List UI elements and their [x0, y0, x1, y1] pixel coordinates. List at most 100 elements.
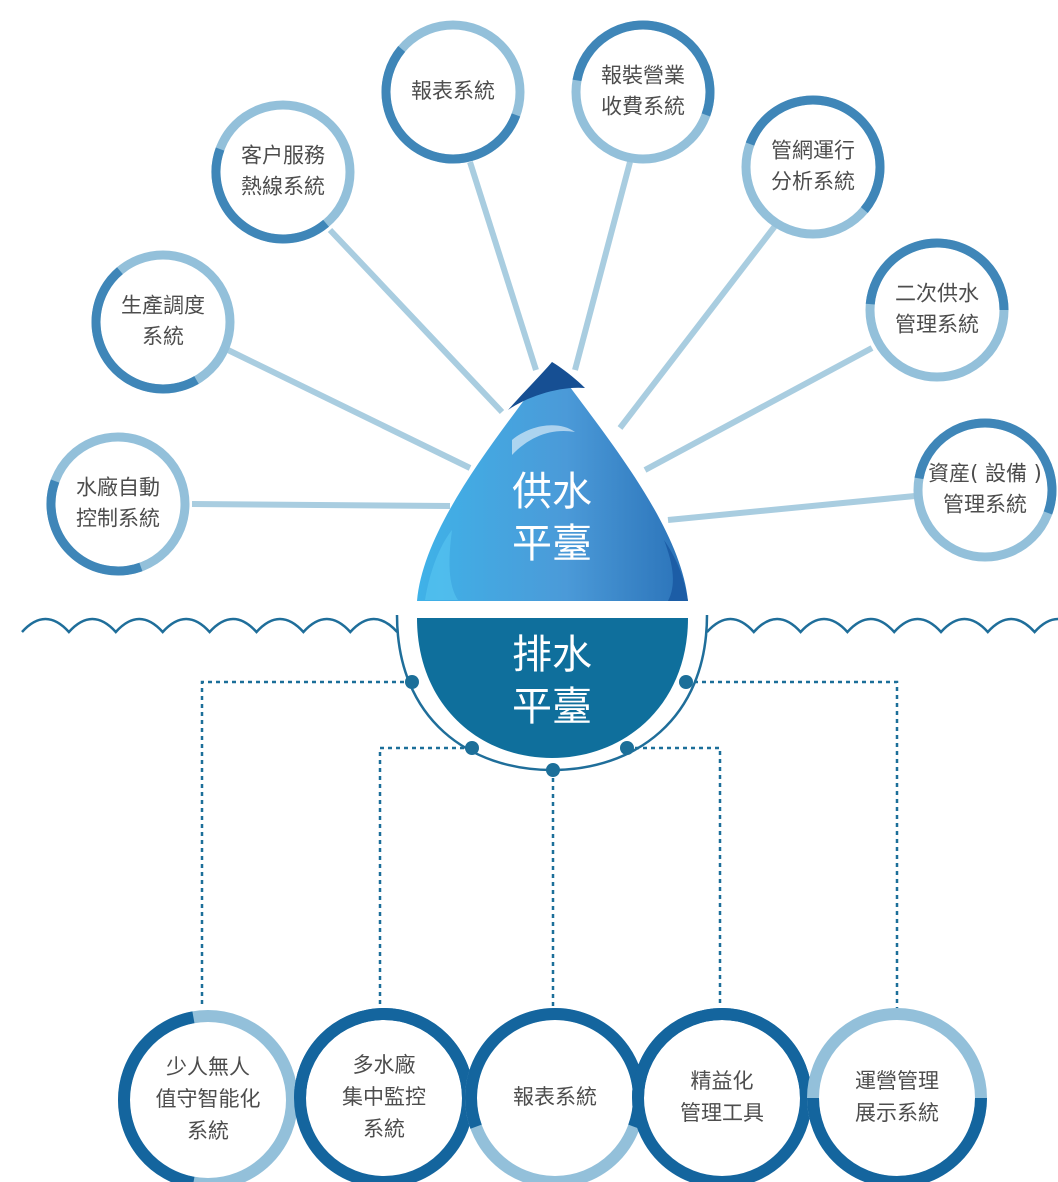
system-node[interactable]: 客户服務熱線系統 [211, 100, 355, 244]
label-line: 資産( 設備 ) [928, 462, 1042, 486]
system-node[interactable]: 精益化管理工具 [632, 1008, 812, 1182]
drop-shape [417, 362, 688, 601]
system-node[interactable]: 運營管理展示系統 [807, 1008, 987, 1182]
supply-platform-drop: 供水平臺 [417, 362, 688, 601]
drainage-connectors [200, 680, 899, 1008]
connector-dot [465, 741, 479, 755]
label-line: 平臺 [512, 521, 592, 567]
system-node[interactable]: 少人無人值守智能化系統 [118, 1010, 298, 1182]
wave-divider-left [21, 617, 399, 634]
connector-dots [405, 675, 693, 777]
label-line: 多水廠 [353, 1053, 416, 1077]
node-ring-accent [91, 267, 199, 394]
connector-dot [679, 675, 693, 689]
system-node[interactable]: 二次供水管理系統 [865, 238, 1009, 382]
connector-line [191, 501, 451, 509]
label-line: 報表系統 [411, 79, 495, 103]
label-line: 管網運行 [771, 139, 855, 163]
label-line: 客户服務 [241, 144, 325, 168]
drop-right-shade [664, 540, 688, 601]
drainage-platform-label: 排水平臺 [512, 632, 592, 730]
label-line: 集中監控 [342, 1085, 426, 1109]
node-label: 多水廠集中監控系統 [342, 1053, 426, 1141]
node-label: 管網運行分析系統 [771, 139, 855, 194]
node-label: 精益化管理工具 [680, 1069, 764, 1125]
dotted-connector [378, 746, 472, 1004]
dotted-connector [686, 680, 899, 1008]
node-label: 報表系統 [411, 79, 495, 103]
connector-dot [405, 675, 419, 689]
label-line: 系統 [187, 1119, 229, 1143]
node-label: 運營管理展示系統 [855, 1069, 939, 1125]
label-line: 二次供水 [895, 282, 979, 306]
node-ring-accent [914, 418, 1057, 515]
system-node[interactable]: 報表系統 [381, 20, 525, 164]
node-label: 報裝營業收費系統 [601, 64, 685, 119]
node-label: 二次供水管理系統 [895, 282, 979, 337]
node-label: 少人無人值守智能化系統 [156, 1055, 261, 1143]
node-ring-accent [294, 1008, 474, 1099]
label-line: 值守智能化 [156, 1087, 261, 1111]
supply-connectors [191, 161, 916, 523]
label-line: 平臺 [512, 684, 592, 730]
label-line: 水廠自動 [76, 476, 160, 500]
label-line: 報裝營業 [601, 64, 685, 88]
label-line: 控制系統 [76, 507, 160, 531]
node-ring-accent [211, 147, 329, 244]
label-line: 生產調度 [121, 294, 205, 318]
node-ring-accent [118, 1011, 195, 1182]
dotted-connector [200, 680, 412, 1008]
node-ring-accent [745, 95, 885, 213]
label-line: 管理系統 [895, 313, 979, 337]
system-node[interactable]: 管網運行分析系統 [741, 95, 885, 239]
connector-line [643, 345, 874, 473]
label-line: 熱線系統 [241, 175, 325, 199]
drop-left-shine [425, 530, 458, 600]
system-node[interactable]: 報裝營業收費系統 [571, 20, 715, 164]
label-line: 運營管理 [855, 1069, 939, 1093]
label-line: 供水 [512, 469, 592, 515]
connector-line [572, 161, 633, 371]
node-label: 資産( 設備 ) 管理系統 [928, 462, 1042, 517]
node-ring-accent [632, 1008, 812, 1099]
wave-divider-right [706, 617, 1058, 634]
label-line: 收費系統 [601, 95, 685, 119]
label-line: 報表系統 [513, 1085, 597, 1109]
label-line: 少人無人 [166, 1055, 250, 1079]
label-line: 管理系統 [943, 493, 1027, 517]
system-node[interactable]: 多水廠集中監控系統 [294, 1008, 474, 1182]
system-node[interactable]: 報表系統 [465, 1008, 645, 1182]
connector-line [226, 347, 472, 471]
node-label: 報表系統 [513, 1085, 597, 1109]
supply-platform-label: 供水平臺 [512, 469, 592, 567]
label-line: 系統 [142, 325, 184, 349]
connector-dot [620, 741, 634, 755]
node-ring-accent [381, 46, 521, 164]
system-node[interactable]: 生產調度系統 [91, 250, 235, 394]
node-label: 客户服務熱線系統 [241, 144, 325, 199]
label-line: 排水 [512, 632, 592, 678]
connector-line [467, 161, 539, 371]
label-line: 分析系統 [771, 170, 855, 194]
label-line: 精益化 [691, 1069, 754, 1093]
system-node[interactable]: 資産( 設備 ) 管理系統 [913, 418, 1057, 562]
connector-line [667, 493, 916, 523]
node-ring-accent [572, 20, 715, 117]
connector-dot [546, 763, 560, 777]
dotted-connector [627, 746, 722, 1004]
node-label: 生產調度系統 [121, 294, 205, 349]
node-ring-accent [865, 238, 1009, 311]
label-line: 系統 [363, 1117, 405, 1141]
drop-top-tip [508, 362, 585, 410]
node-label: 水廠自動控制系統 [76, 476, 160, 531]
drainage-shape [417, 618, 688, 758]
label-line: 管理工具 [680, 1101, 764, 1125]
node-ring-accent [46, 479, 143, 576]
drainage-platform-drop: 排水平臺 [395, 614, 709, 772]
system-node[interactable]: 水廠自動控制系統 [46, 432, 190, 576]
drop-highlight [512, 425, 575, 455]
supply-system-nodes: 水廠自動控制系統 生產調度系統 客户服務熱線系統 報表系統 報裝營業收費系統管網運行分析… [46, 20, 1057, 576]
label-line: 展示系統 [855, 1101, 939, 1125]
